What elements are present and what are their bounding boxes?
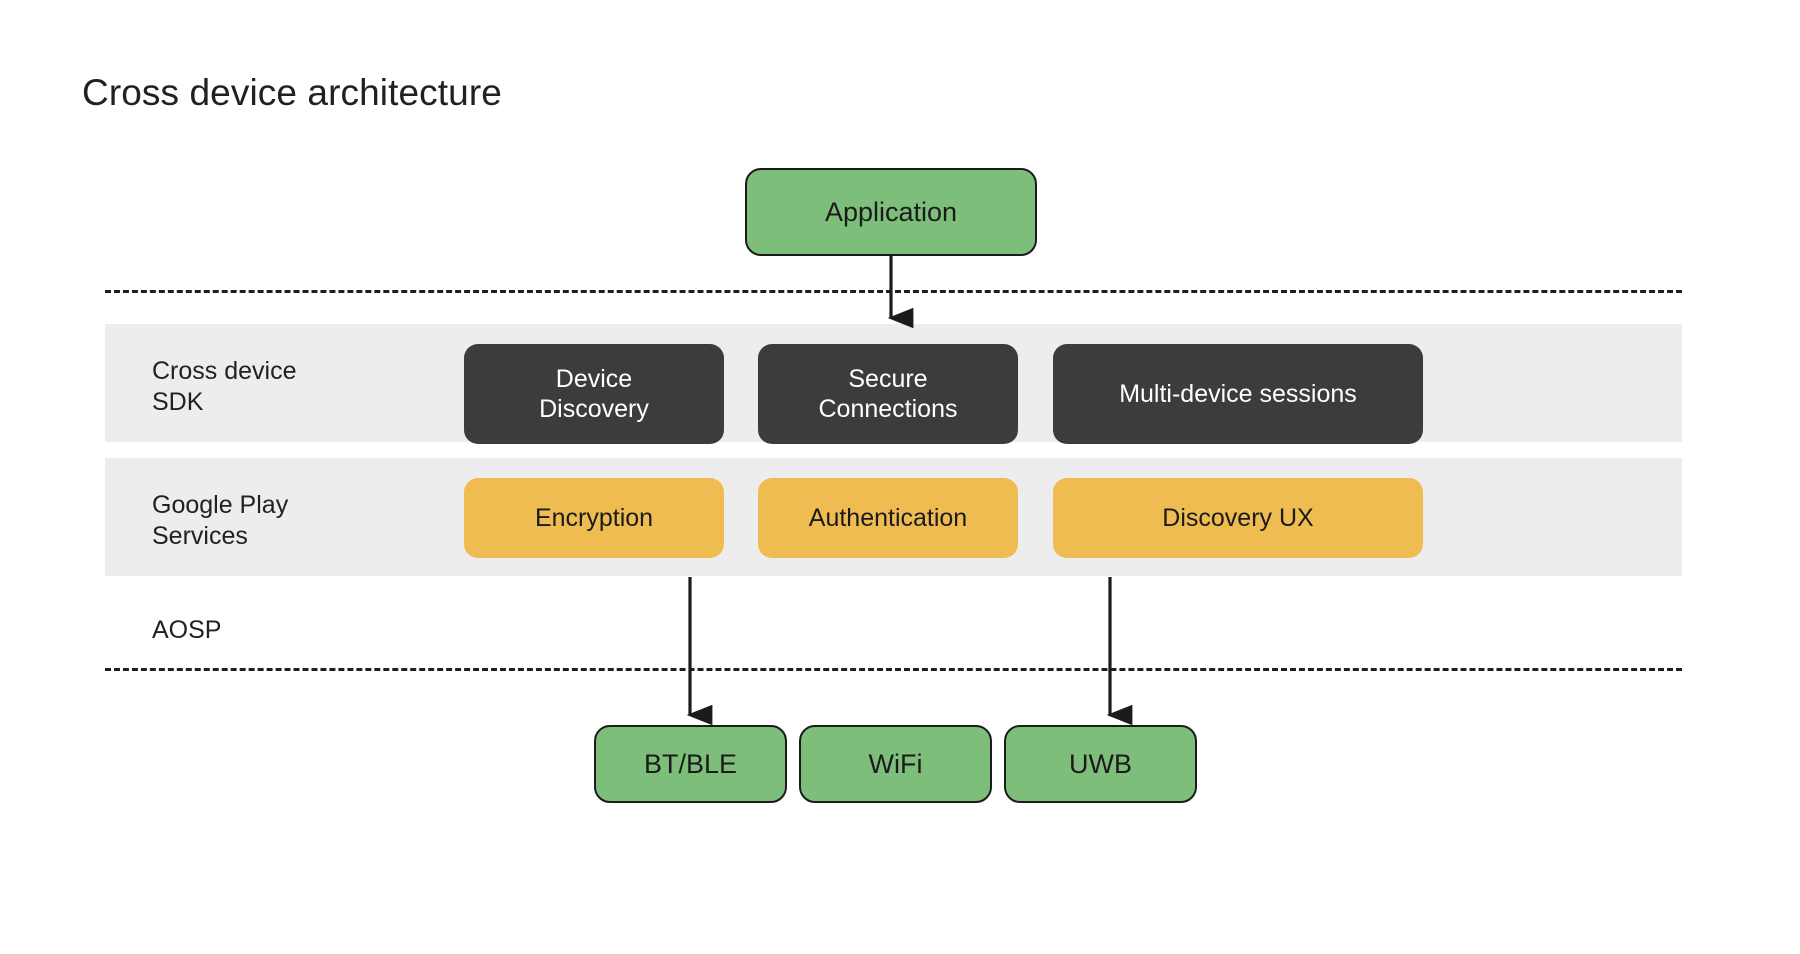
chip-device-discovery-label: Device Discovery	[539, 365, 649, 423]
node-bt-ble-label: BT/BLE	[643, 748, 738, 779]
chip-device-discovery[interactable]: Device Discovery	[464, 344, 724, 444]
chip-multi-device-sessions[interactable]: Multi-device sessions	[1053, 344, 1423, 444]
node-wifi-label: WiFi	[868, 748, 923, 779]
node-uwb-label: UWB	[1069, 748, 1132, 779]
layer-label-google-play-services: Google Play Services	[152, 491, 289, 550]
chip-discovery-ux[interactable]: Discovery UX	[1053, 478, 1423, 558]
node-bt-ble[interactable]: BT/BLE	[594, 725, 787, 803]
layer-google-play-services: Google Play Services Encryption Authenti…	[105, 458, 1682, 576]
chip-authentication-label: Authentication	[808, 504, 968, 532]
node-wifi[interactable]: WiFi	[799, 725, 992, 803]
node-application[interactable]: Application	[745, 168, 1037, 256]
chip-secure-connections[interactable]: Secure Connections	[758, 344, 1018, 444]
chip-encryption[interactable]: Encryption	[464, 478, 724, 558]
page-title: Cross device architecture	[82, 72, 502, 113]
layer-label-aosp: AOSP	[152, 616, 222, 644]
chip-discovery-ux-label: Discovery UX	[1162, 504, 1314, 532]
node-application-label: Application	[824, 196, 958, 227]
chip-secure-connections-label: Secure Connections	[818, 365, 958, 423]
node-uwb[interactable]: UWB	[1004, 725, 1197, 803]
chip-encryption-label: Encryption	[534, 504, 654, 532]
layer-label-cross-device-sdk: Cross device SDK	[152, 357, 297, 416]
chip-multi-device-sessions-label: Multi-device sessions	[1119, 380, 1357, 408]
dashed-divider-top	[105, 290, 1682, 293]
dashed-divider-bottom	[105, 668, 1682, 671]
layer-cross-device-sdk: Cross device SDK Device Discovery Secure…	[105, 324, 1682, 444]
chip-authentication[interactable]: Authentication	[758, 478, 1018, 558]
